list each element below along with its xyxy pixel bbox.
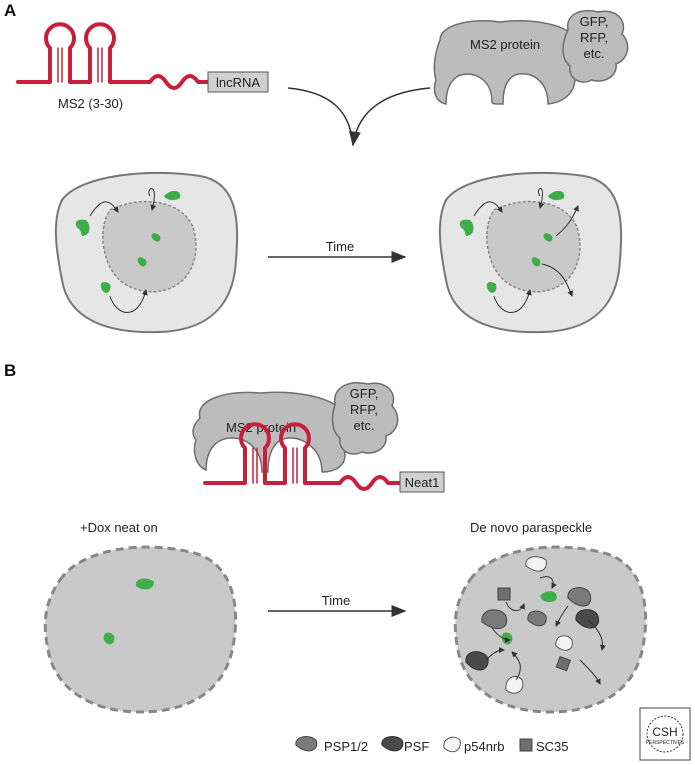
psf-icon: [381, 736, 404, 752]
fp-label-b-3: etc.: [354, 418, 375, 433]
neat1-rna-hairpins: [203, 422, 402, 491]
csh-perspectives-logo: CSH PERSPECTIVES: [639, 707, 691, 761]
psp12-icon: [295, 736, 318, 752]
neat1-tag-label: Neat1: [405, 475, 440, 490]
legend: PSP1/2 PSF p54nrb SC35: [295, 736, 569, 754]
sc35-icon: [519, 738, 533, 752]
ms2-rna-hairpins: [16, 22, 210, 90]
lncrna-tag-label: lncRNA: [216, 75, 260, 90]
paraspeckle-caption: De novo paraspeckle: [470, 520, 592, 535]
legend-p54nrb: p54nrb: [464, 739, 504, 754]
time-label-a: Time: [326, 239, 354, 254]
dox-caption: +Dox neat on: [80, 520, 158, 535]
logo-text-1: CSH: [652, 725, 677, 739]
cell-a-left: [54, 171, 239, 334]
fp-label-a-1: GFP,: [580, 14, 609, 29]
fp-label-a-2: RFP,: [580, 30, 608, 45]
panel-b-label: B: [4, 361, 16, 380]
lncrna-tag: lncRNA: [207, 71, 269, 93]
converging-arrow: [287, 87, 431, 147]
neat1-tag: Neat1: [399, 471, 445, 493]
nucleus-b-left: [43, 545, 238, 714]
cell-a-right: [438, 171, 623, 334]
p54nrb-icon: [443, 736, 461, 753]
ms2-fp-fusion-a: MS2 protein GFP, RFP, etc.: [433, 9, 629, 105]
time-label-b: Time: [322, 593, 350, 608]
panel-a-label: A: [4, 1, 16, 20]
fp-label-a-3: etc.: [584, 46, 605, 61]
ms2-fp-fusion-b: MS2 protein GFP, RFP, etc.: [192, 382, 399, 473]
fp-label-b-1: GFP,: [350, 386, 379, 401]
ms2-repeat-label: MS2 (3-30): [58, 96, 123, 111]
legend-sc35: SC35: [536, 739, 569, 754]
logo-text-2: PERSPECTIVES: [646, 740, 685, 746]
nucleus-b-right: [453, 545, 648, 714]
legend-psp12: PSP1/2: [324, 739, 368, 754]
legend-psf: PSF: [404, 739, 429, 754]
fp-label-b-2: RFP,: [350, 402, 378, 417]
ms2-protein-label-a: MS2 protein: [470, 37, 540, 52]
